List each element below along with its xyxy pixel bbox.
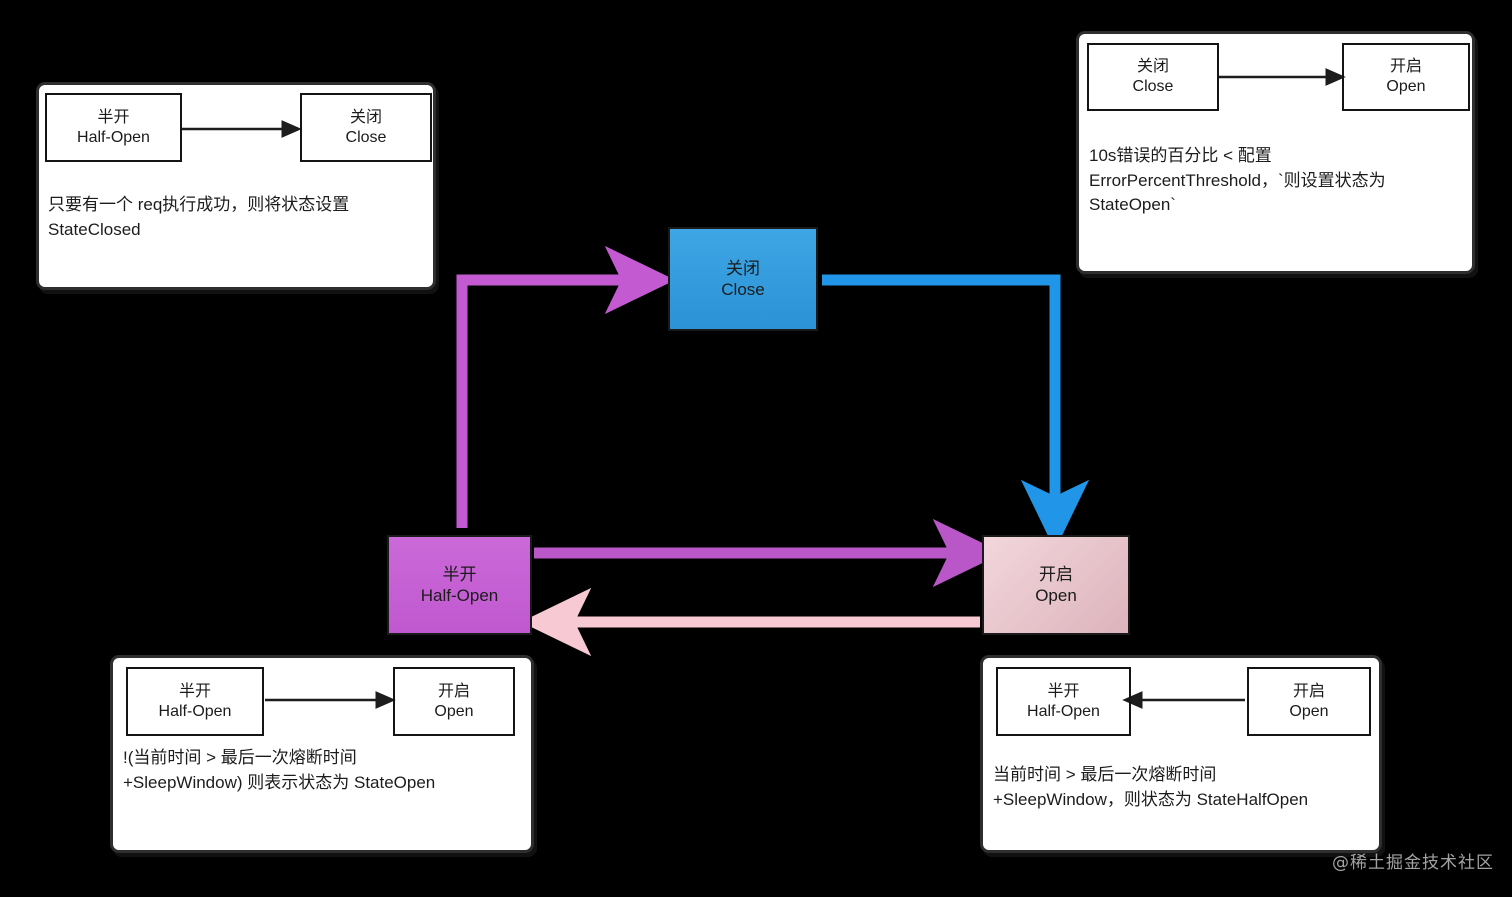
panel-tl-from-cn: 半开	[97, 108, 130, 126]
panel-bl-description: !(当前时间 > 最后一次熔断时间 +SleepWindow) 则表示状态为 S…	[123, 748, 436, 792]
panel-bl-to-en: Open	[434, 702, 474, 720]
panel-br-node-to[interactable]: 半开 Half-Open	[996, 667, 1131, 736]
panel-bl-from-en: Half-Open	[158, 702, 232, 720]
node-close[interactable]: 关闭 Close	[668, 227, 818, 331]
panel-tl-description: 只要有一个 req执行成功，则将状态设置 StateClosed	[48, 195, 350, 239]
panel-bl-node-from[interactable]: 半开 Half-Open	[126, 667, 264, 736]
panel-br-node-from[interactable]: 开启 Open	[1247, 667, 1371, 736]
panel-tl-from-en: Half-Open	[77, 128, 150, 146]
watermark: @稀土掘金技术社区	[1332, 853, 1494, 873]
panel-open-to-half-open[interactable]: 半开 Half-Open 开启 Open 当前时间 > 最后一次熔断时间 +Sl…	[980, 655, 1382, 853]
panel-bl-arrow	[265, 691, 396, 709]
panel-half-open-to-close[interactable]: 半开 Half-Open 关闭 Close 只要有一个 req执行成功，则将状态…	[36, 82, 436, 290]
panel-half-open-to-open[interactable]: 半开 Half-Open 开启 Open !(当前时间 > 最后一次熔断时间 +…	[110, 655, 534, 853]
panel-br-to-cn: 半开	[1047, 682, 1080, 700]
panel-tl-node-to[interactable]: 关闭 Close	[300, 93, 432, 162]
panel-tr-node-from[interactable]: 关闭 Close	[1087, 43, 1219, 111]
panel-close-to-open[interactable]: 关闭 Close 开启 Open 10s错误的百分比 < 配置 ErrorPer…	[1076, 31, 1475, 274]
node-half-open-label-en: Half-Open	[420, 586, 499, 605]
panel-tl-node-from[interactable]: 半开 Half-Open	[45, 93, 182, 162]
edge-half-open-to-close	[456, 245, 676, 528]
panel-tr-from-en: Close	[1132, 78, 1174, 95]
panel-br-arrow	[1122, 691, 1245, 709]
panel-tl-to-en: Close	[345, 128, 387, 146]
panel-bl-to-cn: 开启	[437, 682, 470, 700]
panel-bl-node-to[interactable]: 开启 Open	[393, 667, 515, 736]
node-close-label-cn: 关闭	[726, 258, 760, 278]
edge-close-to-open	[822, 274, 1090, 551]
panel-tr-from-cn: 关闭	[1136, 58, 1169, 75]
panel-br-from-cn: 开启	[1292, 682, 1325, 700]
panel-br-from-en: Open	[1289, 702, 1329, 720]
panel-br-description: 当前时间 > 最后一次熔断时间 +SleepWindow，则状态为 StateH…	[993, 765, 1309, 809]
panel-tr-arrow	[1219, 68, 1346, 86]
node-open-label-en: Open	[1035, 586, 1077, 605]
panel-tr-to-en: Open	[1386, 78, 1426, 95]
panel-br-to-en: Half-Open	[1027, 702, 1100, 720]
node-half-open[interactable]: 半开 Half-Open	[387, 535, 532, 635]
node-half-open-label-cn: 半开	[442, 564, 477, 584]
panel-tl-arrow	[182, 120, 302, 138]
panel-tr-to-cn: 开启	[1389, 58, 1422, 75]
node-open-label-cn: 开启	[1039, 564, 1073, 584]
panel-tr-description: 10s错误的百分比 < 配置 ErrorPercentThreshold，`则设…	[1089, 146, 1386, 215]
panel-tr-node-to[interactable]: 开启 Open	[1342, 43, 1470, 111]
panel-tl-to-cn: 关闭	[349, 108, 382, 126]
panel-bl-from-cn: 半开	[178, 682, 211, 700]
node-open[interactable]: 开启 Open	[982, 535, 1130, 635]
node-close-label-en: Close	[721, 280, 765, 299]
